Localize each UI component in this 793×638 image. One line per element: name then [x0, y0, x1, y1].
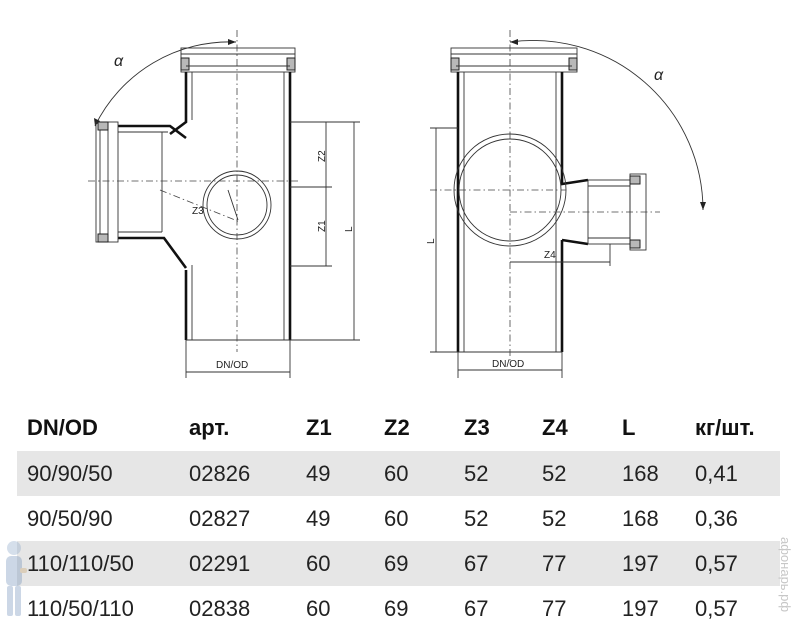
- cell-l: 168: [612, 451, 685, 496]
- cell-art: 02826: [179, 451, 296, 496]
- cell-z1: 60: [296, 541, 374, 586]
- left-angle-arc: [94, 41, 237, 127]
- left-dim-z2: Z2: [317, 150, 328, 162]
- cell-dn-od: 90/90/50: [17, 451, 179, 496]
- cell-art: 02827: [189, 505, 251, 531]
- left-dim-z3: Z3: [192, 206, 204, 217]
- watermark-figure-icon: [6, 541, 27, 616]
- cell-dn-od: 110/50/110: [27, 595, 134, 621]
- cell-z2: 69: [374, 541, 454, 586]
- header-z3: Z3: [464, 415, 490, 440]
- left-dim-l: L: [344, 226, 355, 232]
- left-dim-z1: Z1: [317, 220, 328, 232]
- cell-art: 02838: [189, 595, 251, 621]
- cell-z3: 67: [464, 595, 489, 621]
- right-dim-dn: DN/OD: [492, 359, 524, 370]
- header-l: L: [622, 415, 636, 440]
- cell-z4: 77: [532, 541, 612, 586]
- spec-table: DN/OD арт. Z1 Z2 Z3 Z4 L кг/шт. 90/90/50…: [17, 405, 780, 631]
- left-dim-dn: DN/OD: [216, 360, 248, 371]
- cell-z4: 52: [542, 505, 567, 531]
- watermark-text: афонарь.рф: [778, 537, 793, 613]
- cell-z1: 60: [306, 595, 331, 621]
- left-arc-arrow-top: [228, 39, 236, 45]
- right-branch-pipe: [587, 179, 631, 245]
- left-branch-lower-wall: [118, 236, 188, 269]
- technical-drawing: α Z3: [88, 30, 706, 378]
- cell-z3: 52: [454, 451, 532, 496]
- cell-z2: 60: [374, 451, 454, 496]
- table-row: 90/90/50 02826 49 60 52 52 168 0,41: [17, 451, 780, 496]
- cell-z4: 52: [532, 451, 612, 496]
- left-branch-socket: [95, 121, 119, 243]
- right-top-socket: [450, 53, 578, 73]
- cell-dn-od: 110/110/50: [17, 541, 179, 586]
- cell-dn-od: 90/50/90: [27, 505, 113, 531]
- cell-l: 197: [612, 541, 685, 586]
- table-row: 90/50/90 02827 49 60 52 52 168 0,36: [17, 496, 780, 541]
- header-art: арт.: [189, 415, 230, 440]
- left-top-socket: [180, 53, 296, 73]
- cell-z3: 67: [454, 541, 532, 586]
- cell-weight: 0,41: [685, 451, 780, 496]
- cell-z3: 52: [464, 505, 489, 531]
- table-row: 110/50/110 02838 60 69 67 77 197 0,57: [17, 586, 780, 631]
- cell-z2: 60: [384, 505, 409, 531]
- right-body-wall-right-upper: [560, 72, 589, 186]
- cell-art: 02291: [179, 541, 296, 586]
- left-angle-label: α: [114, 53, 124, 70]
- header-z1: Z1: [306, 415, 332, 440]
- right-view: α Z4 L: [426, 30, 706, 378]
- left-body-wall-upper: [169, 72, 188, 136]
- right-angle-arc: [509, 39, 704, 211]
- cell-z1: 49: [306, 505, 331, 531]
- table-row: 110/110/50 02291 60 69 67 77 197 0,57: [17, 541, 780, 586]
- header-z2: Z2: [384, 415, 410, 440]
- header-z4: Z4: [542, 415, 568, 440]
- cell-weight: 0,57: [695, 595, 738, 621]
- cell-z1: 49: [296, 451, 374, 496]
- cell-l: 197: [622, 595, 659, 621]
- right-dim-l: L: [426, 238, 437, 244]
- table-header-row: DN/OD арт. Z1 Z2 Z3 Z4 L кг/шт.: [17, 405, 780, 451]
- cell-weight: 0,36: [695, 505, 738, 531]
- right-dim-z4: Z4: [544, 250, 556, 261]
- cell-weight: 0,57: [685, 541, 780, 586]
- cell-z2: 69: [384, 595, 409, 621]
- right-angle-label: α: [654, 67, 664, 84]
- cell-l: 168: [622, 505, 659, 531]
- header-dn-od: DN/OD: [27, 415, 98, 440]
- cell-z4: 77: [542, 595, 567, 621]
- header-weight: кг/шт.: [695, 415, 755, 440]
- left-view: α Z3: [88, 30, 360, 378]
